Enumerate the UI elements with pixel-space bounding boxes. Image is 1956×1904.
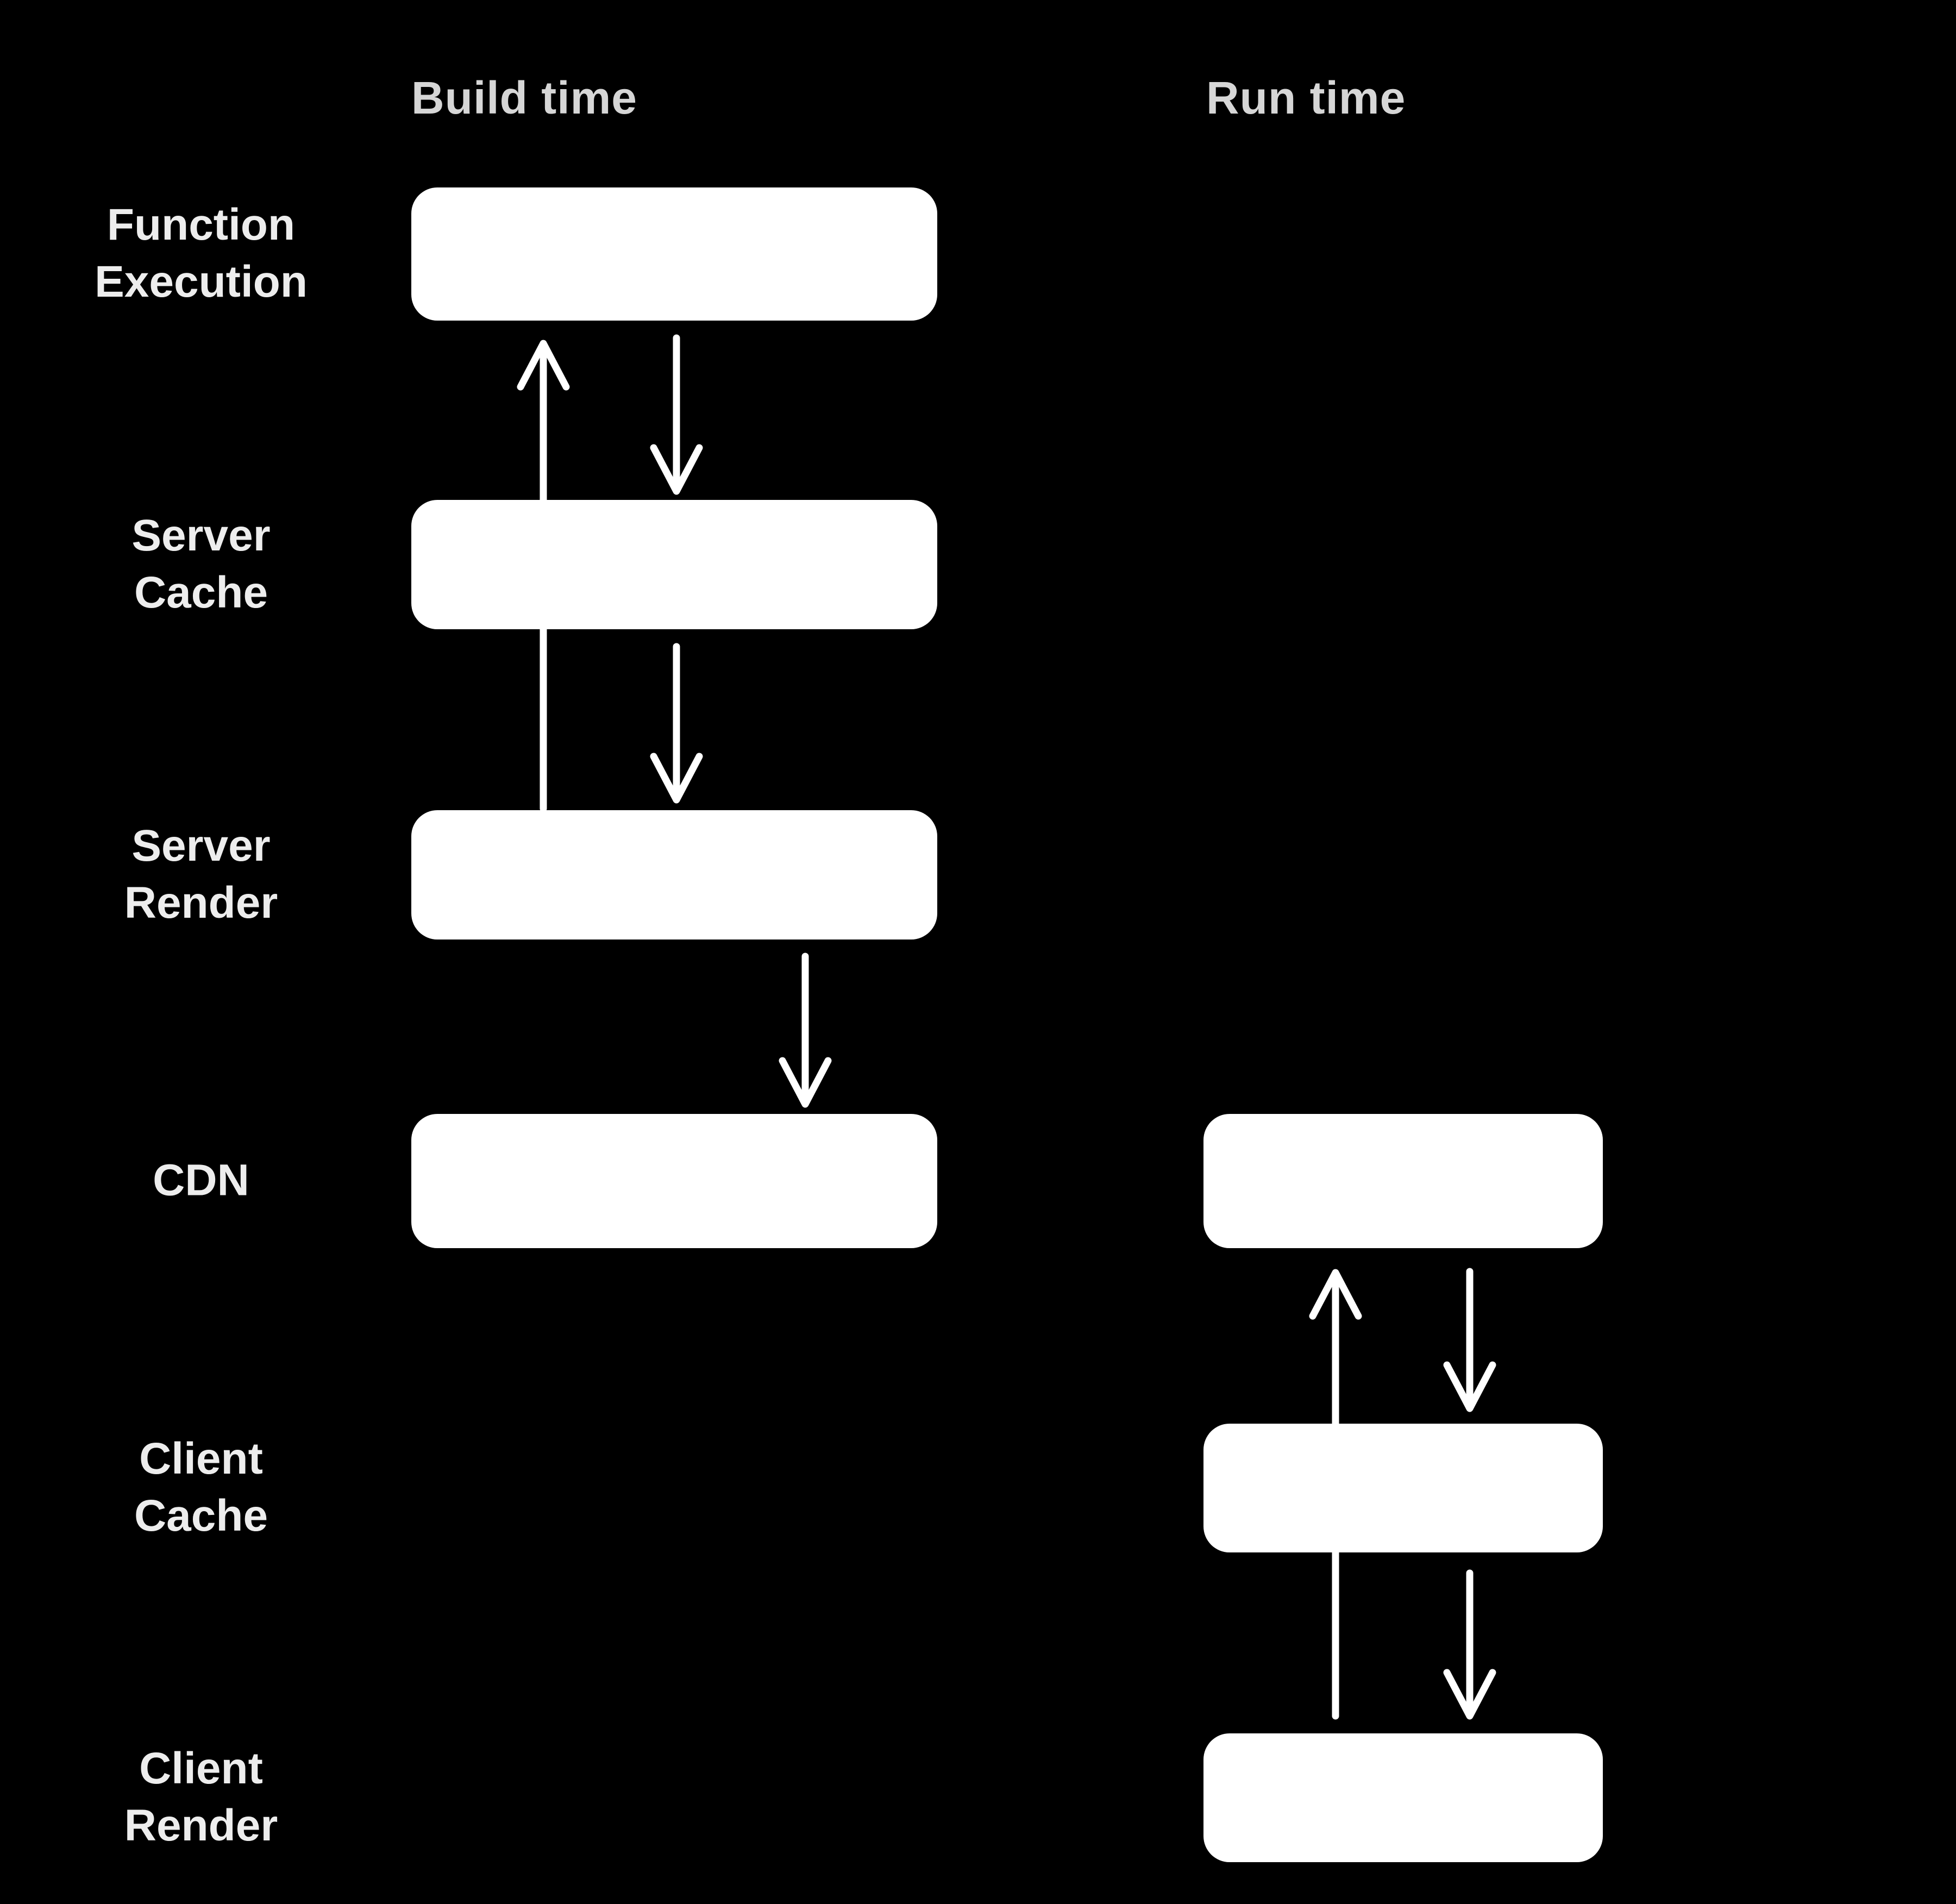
column-header-build-time: Build time	[411, 72, 638, 123]
box-build-server-cache	[411, 500, 937, 629]
box-build-function-execution	[411, 187, 937, 321]
box-run-cdn	[1203, 1114, 1603, 1248]
box-build-cdn	[411, 1114, 937, 1248]
box-run-client-cache	[1203, 1424, 1603, 1552]
row-label-client-cache: Client Cache	[134, 1434, 268, 1540]
box-run-client-render	[1203, 1733, 1603, 1862]
row-label-server-render: Server Render	[124, 821, 278, 928]
row-label-cdn: CDN	[153, 1155, 249, 1205]
row-label-server-cache: Server Cache	[131, 511, 271, 617]
row-label-function-execution: Function Execution	[95, 200, 308, 306]
column-header-run-time: Run time	[1206, 72, 1406, 123]
arrow-down-client-cache-to-client-render	[1443, 1569, 1496, 1720]
arrow-down-cdn-to-client-cache	[1443, 1268, 1496, 1412]
arrow-down-function-execution-to-server-cache	[650, 334, 703, 495]
row-label-client-render: Client Render	[124, 1744, 278, 1850]
box-build-server-render	[411, 810, 937, 940]
arrow-down-server-cache-to-server-render	[650, 643, 703, 804]
arrow-down-server-render-to-cdn	[779, 953, 832, 1108]
